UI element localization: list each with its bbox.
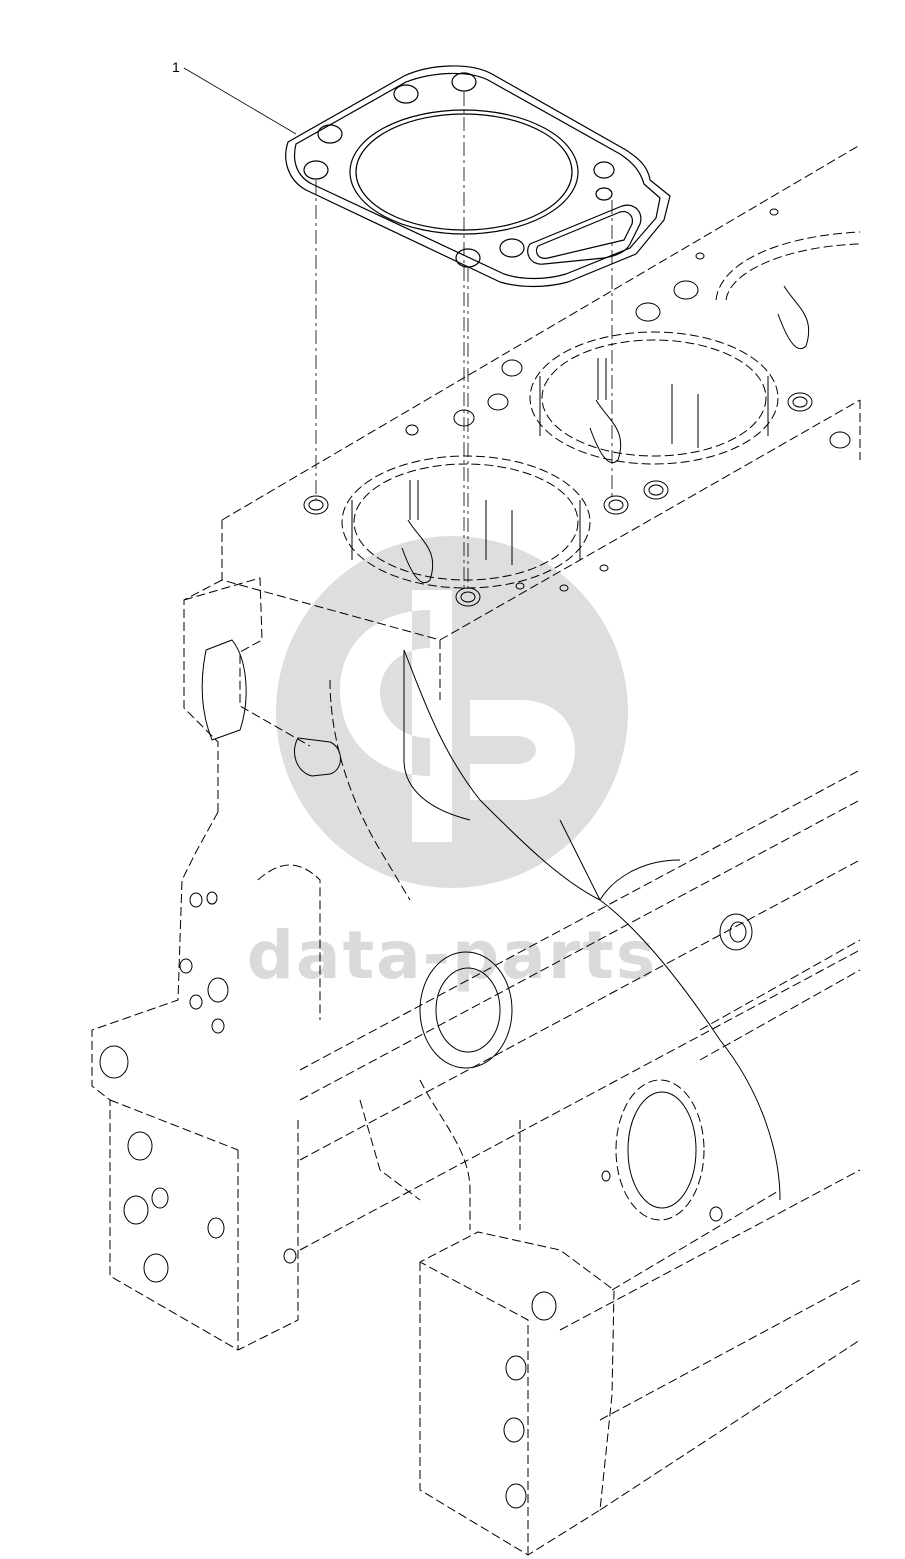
rib-contours-2 [257, 679, 521, 1230]
gasket-bolt-holes [303, 72, 615, 268]
bore-2-inner [541, 339, 767, 457]
block-front-face [91, 577, 311, 1351]
side-plug [719, 913, 753, 951]
block-rear-upright [419, 1189, 861, 1556]
gasket-slot [527, 204, 642, 265]
cam-bore-inner [435, 967, 501, 1053]
side-plug-inner [729, 921, 747, 943]
crank-bay-lines [299, 769, 861, 1421]
main-bearing-bore [615, 1079, 705, 1221]
oil-filter-boss [294, 737, 341, 777]
alignment-lines [315, 92, 613, 590]
bore-1-liner [351, 480, 581, 565]
callout-1-leader [183, 67, 297, 135]
callout-1: 1 [172, 59, 297, 135]
watermark-text: data-parts [247, 917, 657, 994]
bore-1-piston-curve [401, 519, 434, 583]
bore-3-piston-curve [777, 285, 810, 349]
rib-contours [403, 649, 781, 1201]
watermark: data-parts [247, 536, 657, 994]
engine-block [91, 144, 861, 1556]
bore-2-liner [539, 358, 769, 448]
bore-1-inner [353, 463, 579, 581]
bore-2-piston-curve [589, 399, 622, 463]
rear-face-holes [503, 1170, 723, 1509]
front-face-holes [99, 891, 297, 1283]
main-bearing-bore-inner [627, 1091, 697, 1209]
block-deck-outline [183, 144, 861, 812]
front-pocket [201, 639, 247, 741]
bore-1-outer [341, 455, 591, 589]
bore-3-partial [715, 231, 861, 301]
cam-bore [419, 951, 513, 1069]
gasket-slot-inner [535, 211, 633, 259]
watermark-logo-mark [340, 590, 575, 842]
callout-1-label: 1 [172, 59, 180, 75]
bore-2-outer [529, 331, 779, 465]
